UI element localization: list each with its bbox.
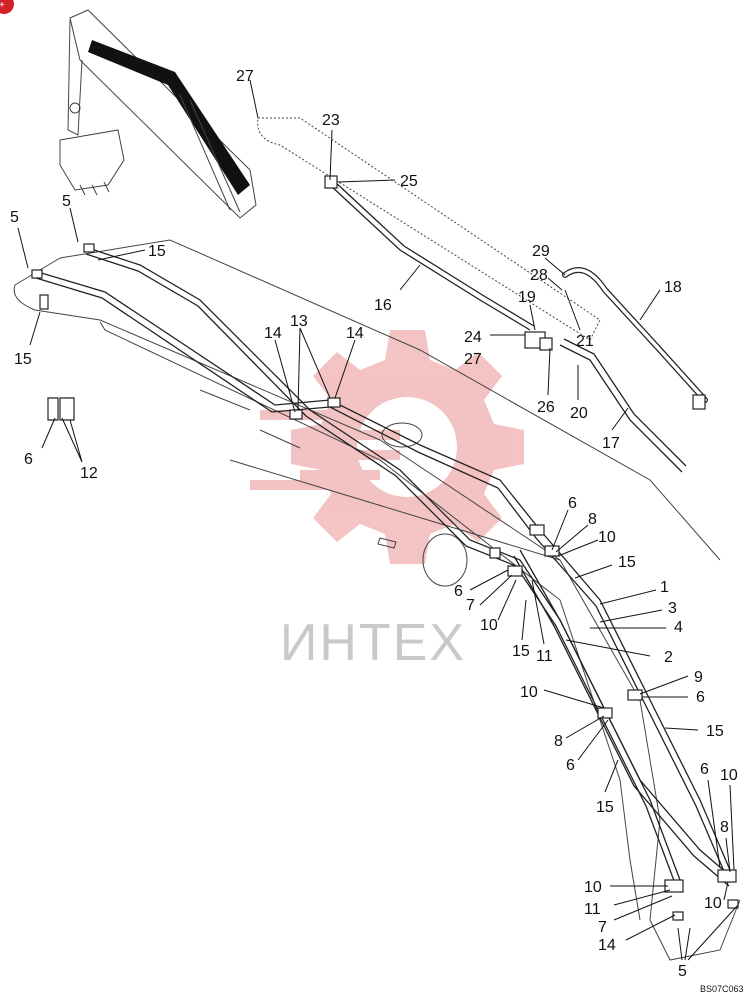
callout-21: 21 [576,333,594,350]
callout-26: 26 [537,399,555,416]
boom-outline [13,239,741,961]
callout-8: 8 [720,819,729,836]
callout-14: 14 [346,325,364,342]
callout-19: 19 [518,289,536,306]
callout-6: 6 [700,761,709,778]
callout-8: 8 [554,733,563,750]
callout-24: 24 [464,329,482,346]
callout-10: 10 [598,529,616,546]
callout-15: 15 [512,643,530,660]
callout-29: 29 [532,243,550,260]
callout-6: 6 [454,583,463,600]
callout-6: 6 [568,495,577,512]
callout-14: 14 [598,937,616,954]
callout-18: 18 [664,279,682,296]
callout-27: 27 [236,68,254,85]
callout-14: 14 [264,325,282,342]
callout-10: 10 [480,617,498,634]
callout-10: 10 [704,895,722,912]
callout-6: 6 [566,757,575,774]
callout-28: 28 [530,267,548,284]
callout-10: 10 [720,767,738,784]
excavator-inset [59,9,257,219]
callout-10: 10 [520,684,538,701]
hydraulic-tubes [35,180,736,887]
callout-16: 16 [374,297,392,314]
callout-17: 17 [602,435,620,452]
callout-25: 25 [400,173,418,190]
callout-15: 15 [706,723,724,740]
callout-4: 4 [674,619,683,636]
callout-7: 7 [598,919,607,936]
corner-badge-mark: + [0,0,5,11]
callout-5: 5 [10,209,19,226]
callout-15: 15 [14,351,32,368]
callout-3: 3 [668,600,677,617]
callout-23: 23 [322,112,340,129]
callout-7: 7 [466,597,475,614]
callout-9: 9 [694,669,703,686]
callout-15: 15 [618,554,636,571]
callout-11: 11 [536,648,553,665]
callout-5: 5 [62,193,71,210]
callout-15: 15 [596,799,614,816]
callout-5: 5 [678,963,687,980]
corner-badge-icon [0,0,14,14]
boom-cylinder-outline [257,117,601,341]
callout-20: 20 [570,405,588,422]
watermark-gear-icon [250,330,524,564]
callout-10: 10 [584,879,602,896]
callout-1: 1 [660,579,669,596]
callout-15: 15 [148,243,166,260]
callout-2: 2 [664,649,673,666]
callout-8: 8 [588,511,597,528]
watermark-text: ИНТЕХ [280,614,466,672]
callout-6: 6 [24,451,33,468]
callout-labels: 27 23 25 5 5 15 15 29 28 19 18 16 14 13 … [10,68,738,980]
callout-27: 27 [464,351,482,368]
callout-13: 13 [290,313,308,330]
clamps-and-fittings [31,175,739,921]
drawing-code: BS07C063 [700,984,744,994]
callout-6: 6 [696,689,705,706]
callout-leaders [17,79,739,961]
callout-12: 12 [80,465,98,482]
callout-11: 11 [584,901,601,918]
